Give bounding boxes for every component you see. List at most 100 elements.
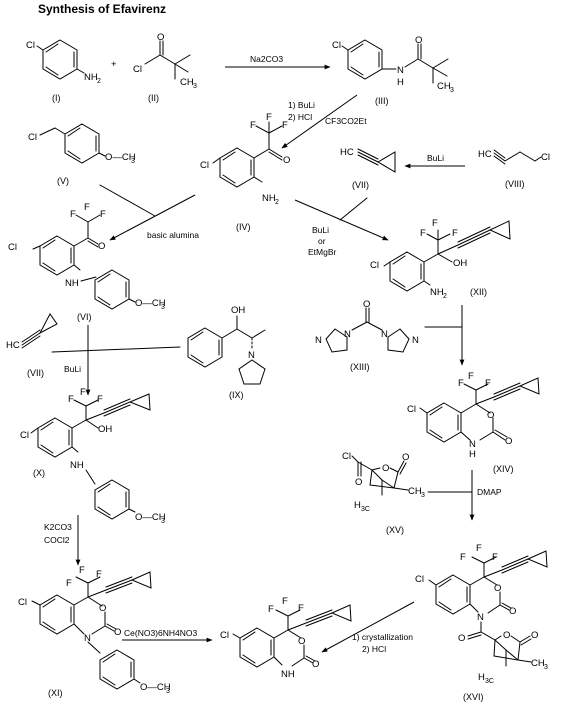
compound-XIII: O N N N N (XIII)	[315, 299, 419, 372]
atom-ch3: CH	[408, 486, 422, 497]
atom-h: H	[397, 77, 404, 88]
compound-XVI: Cl O O N F F F O O O	[415, 543, 548, 702]
compound-IV: Cl O F F F NH 2 (IV)	[200, 112, 290, 232]
atom-o: O	[312, 659, 319, 670]
label-XIV: (XIV)	[493, 464, 514, 474]
compound-VII: HC (VII)	[6, 313, 58, 378]
atom-nh: NH	[65, 278, 79, 289]
atom-h: H	[469, 449, 476, 460]
reagent: DMAP	[477, 487, 502, 497]
label-III: (III)	[375, 96, 389, 106]
atom-o: O	[98, 241, 105, 252]
arrow-branch	[51, 346, 181, 353]
atom-f: F	[476, 543, 482, 554]
atom-sub: 3	[544, 664, 548, 671]
atom-f: F	[100, 209, 106, 220]
arrow	[321, 601, 415, 653]
arrow-branch	[339, 197, 368, 221]
atom-ch3: CH	[437, 81, 451, 92]
label-XV: (XV)	[386, 525, 404, 535]
atom-cl: Cl	[8, 242, 17, 253]
atom-cl: Cl	[332, 40, 341, 51]
atom-f: F	[460, 552, 466, 563]
atom-o: O	[494, 583, 501, 594]
atom-n: N	[84, 633, 91, 644]
atom-nh: NH	[84, 72, 98, 83]
atom-cl: Cl	[220, 630, 229, 641]
atom-sub: 3	[161, 304, 165, 311]
atom-sub: 2	[275, 199, 279, 206]
atom-cl: Cl	[200, 160, 209, 171]
atom-f: F	[452, 228, 458, 239]
compound-VI: Cl O F F F NH O—CH 3 (VI)	[8, 202, 166, 322]
label-VII: (VII)	[27, 368, 44, 378]
arrow	[109, 194, 196, 241]
label-VI: (VI)	[77, 312, 92, 322]
atom-o: O	[114, 627, 121, 638]
atom-ch3: CH	[180, 77, 194, 88]
reagent: COCl2	[44, 535, 70, 545]
compound-III: Cl N H O CH 3 (III)	[332, 35, 454, 106]
atom-n: N	[315, 335, 322, 346]
atom-o: O	[531, 630, 538, 641]
atom-cl: Cl	[370, 260, 379, 271]
reagent: basic alumina	[147, 230, 199, 240]
atom-f: F	[468, 371, 474, 382]
atom-o: O	[509, 606, 516, 617]
label-XII: (XII)	[470, 287, 487, 297]
atom-o: O	[355, 477, 362, 488]
reagent: 2) HCl	[288, 112, 312, 122]
atom-o-ch3: O—CH	[135, 512, 166, 523]
compound-XIV: Cl O O N H F F F (XIV)	[407, 371, 540, 474]
atom-f: F	[282, 120, 288, 131]
atom-cl: Cl	[133, 64, 142, 75]
label-XIII: (XIII)	[350, 362, 370, 372]
label-II: (II)	[148, 93, 159, 103]
atom-o: O	[382, 463, 389, 474]
reagent: 1) BuLi	[288, 100, 315, 110]
plus-sign: +	[111, 59, 117, 70]
atom-o-ch3: O—CH	[105, 152, 136, 163]
atom-o: O	[415, 35, 422, 46]
label-IX: (IX)	[229, 390, 244, 400]
scheme-title: Synthesis of Efavirenz	[38, 2, 166, 16]
atom-f: F	[282, 596, 288, 607]
atom-nh: NH	[281, 669, 295, 680]
atom-sub: 3C	[485, 678, 494, 685]
atom-oh: OH	[453, 258, 467, 269]
atom-f: F	[298, 603, 304, 614]
atom-f: F	[266, 112, 272, 123]
label-VIII: (VIII)	[505, 179, 525, 189]
reagent: BuLi	[312, 225, 329, 235]
atom-f: F	[66, 578, 72, 589]
atom-hc: HC	[340, 147, 354, 158]
reagent: Na2CO3	[250, 54, 283, 64]
atom-sub: 3	[193, 83, 197, 90]
reagent: EtMgBr	[308, 247, 337, 257]
atom-o: O	[503, 630, 510, 641]
atom-nh: NH	[70, 460, 84, 471]
atom-o: O	[283, 155, 290, 166]
arrow	[294, 199, 389, 241]
atom-f: F	[432, 218, 438, 229]
atom-f: F	[68, 394, 74, 405]
label-V: (V)	[57, 176, 69, 186]
arrow-branch	[99, 184, 156, 217]
atom-o-ch3: O—CH	[135, 298, 166, 309]
compound-IX: OH N (IX)	[187, 305, 266, 400]
atom-cl: Cl	[28, 132, 37, 143]
atom-f: F	[79, 565, 85, 576]
atom-sub: 2	[443, 293, 447, 300]
atom-cl: Cl	[26, 40, 35, 51]
compound-XI: Cl O O N F F F O—CH 3 (XI)	[18, 565, 171, 698]
arrow	[281, 94, 358, 149]
atom-o: O	[157, 32, 164, 43]
reagent: 1) crystallization	[352, 632, 413, 642]
atom-sub: 2	[97, 78, 101, 85]
atom-hc: HC	[6, 340, 20, 351]
reagent: K2CO3	[44, 522, 72, 532]
atom-oh: OH	[98, 424, 112, 435]
atom-n: N	[344, 329, 351, 340]
label-IV: (IV)	[236, 222, 251, 232]
